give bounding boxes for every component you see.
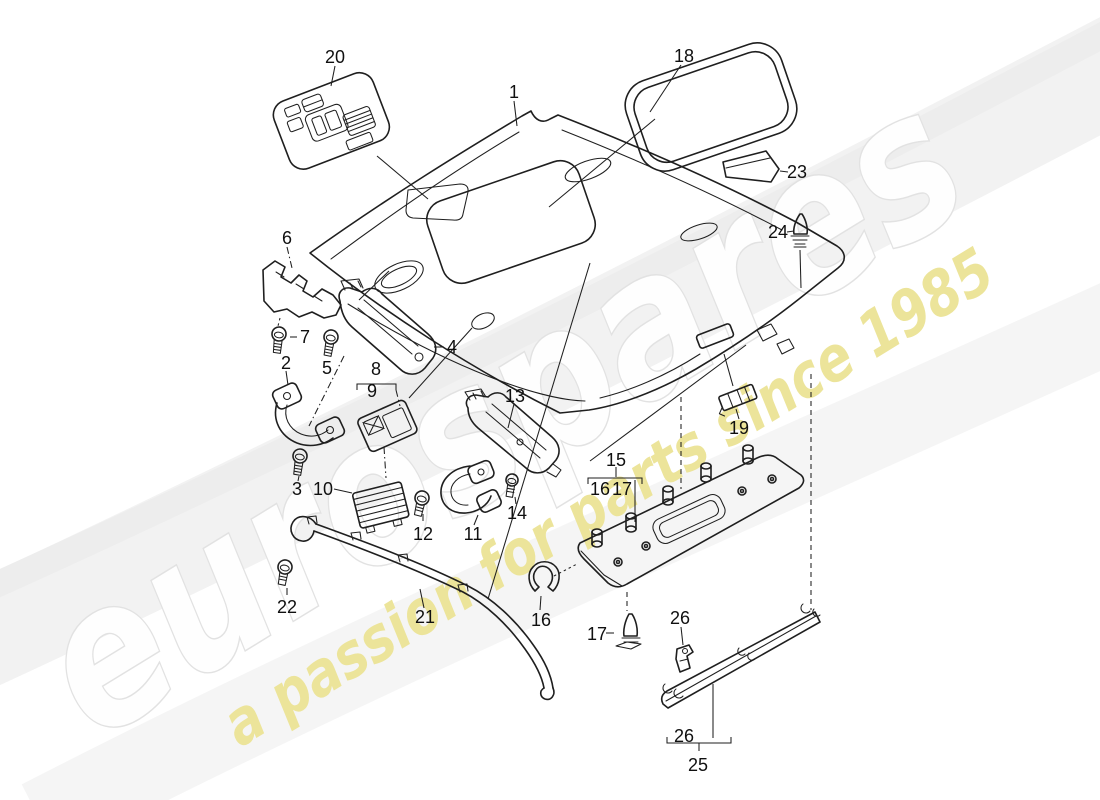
callout-24[interactable]: 24 — [768, 222, 788, 242]
callout-12[interactable]: 12 — [413, 524, 433, 544]
callout-16[interactable]: 16 — [531, 610, 551, 630]
part-12-screw — [413, 490, 430, 517]
part-1-headliner — [309, 110, 846, 414]
callout-17[interactable]: 17 — [587, 624, 607, 644]
callout-14[interactable]: 14 — [507, 503, 527, 523]
part-13-bracket — [464, 388, 562, 478]
callout-23[interactable]: 23 — [787, 162, 807, 182]
part-6-bracket — [262, 260, 342, 319]
callout-13[interactable]: 13 — [505, 386, 525, 406]
callout-26[interactable]: 26 — [674, 726, 694, 746]
callout-11[interactable]: 11 — [464, 524, 483, 544]
callout-26[interactable]: 26 — [670, 608, 690, 628]
part-4-bracket — [338, 278, 437, 375]
leader-lines — [277, 64, 812, 751]
callout-18[interactable]: 18 — [674, 46, 694, 66]
callout-2[interactable]: 2 — [281, 353, 291, 373]
callout-3[interactable]: 3 — [292, 479, 302, 499]
callout-4[interactable]: 4 — [447, 337, 457, 357]
part-7-screw — [271, 326, 287, 354]
callout-10[interactable]: 10 — [313, 479, 333, 499]
callout-17[interactable]: 17 — [612, 479, 632, 499]
part-20-overhead-console — [272, 71, 391, 170]
part-23-cover — [722, 150, 780, 183]
callout-20[interactable]: 20 — [325, 47, 345, 67]
part-19-clip — [718, 383, 758, 417]
part-22-screw — [277, 559, 293, 586]
callout-21[interactable]: 21 — [415, 607, 435, 627]
part-9-interior-lamp — [357, 399, 418, 453]
part-17-clip — [615, 613, 642, 650]
part-11-grab-handle — [440, 459, 502, 514]
callout-15[interactable]: 15 — [606, 450, 626, 470]
callout-1[interactable]: 1 — [509, 82, 519, 102]
part-15-rear-panel — [577, 444, 805, 588]
callout-25[interactable]: 25 — [688, 755, 708, 775]
watermark: eurospares a passion for parts since 198… — [0, 17, 1100, 800]
part-2-grab-handle — [271, 382, 346, 447]
part-14-screw — [505, 473, 519, 498]
part-25-rail — [660, 603, 821, 709]
callout-22[interactable]: 22 — [277, 597, 297, 617]
callout-6[interactable]: 6 — [282, 228, 292, 248]
callout-5[interactable]: 5 — [322, 358, 332, 378]
part-5-screw — [323, 329, 339, 357]
part-26-bracket — [675, 644, 694, 673]
part-10-vent-grille — [351, 481, 410, 534]
callout-9[interactable]: 9 — [367, 381, 377, 401]
part-24-clip — [790, 213, 810, 248]
callout-7[interactable]: 7 — [300, 327, 310, 347]
part-21-frame-strip — [290, 515, 555, 701]
watermark-swoosh-graphic — [0, 17, 1100, 800]
callout-16[interactable]: 16 — [590, 479, 610, 499]
callout-8[interactable]: 8 — [371, 359, 381, 379]
line-art — [262, 42, 846, 709]
part-16-clip — [528, 560, 560, 592]
callout-19[interactable]: 19 — [729, 418, 749, 438]
part-3-screw — [292, 448, 308, 476]
